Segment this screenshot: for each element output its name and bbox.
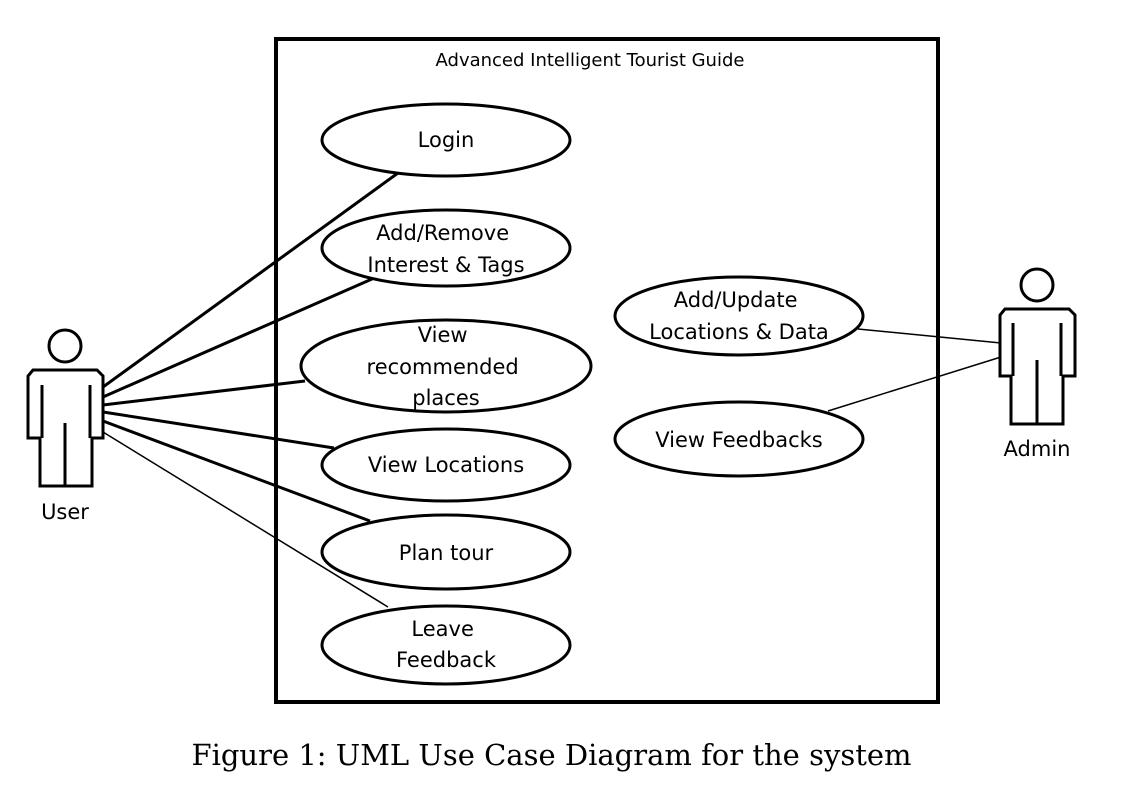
svg-text:Plan tour: Plan tour: [399, 541, 494, 565]
actor-admin-label: Admin: [1004, 437, 1071, 461]
use-case-label: Plan tour: [399, 541, 494, 565]
use-case-label: Login: [418, 128, 475, 152]
assoc-user-leave-feedback: [102, 431, 389, 608]
use-case-add-update-locations: Add/Update Locations & Data: [613, 275, 865, 357]
svg-text:View Feedbacks: View Feedbacks: [655, 428, 822, 452]
svg-text:Add/Remove Interest & Ta: Add/Remove Interest & Tags: [367, 221, 524, 277]
use-case-label: Add/Remove: [376, 221, 509, 245]
assoc-user-add-remove-interest: [102, 277, 373, 399]
svg-text:View recommended p: View recommended places: [367, 323, 526, 410]
assoc-user-view-recommended: [102, 379, 306, 407]
svg-text:Login: Login: [418, 128, 475, 152]
use-case-label: Interest & Tags: [367, 253, 524, 277]
system-boundary: [274, 37, 940, 704]
use-case-label: places: [412, 386, 479, 410]
user-associations: [102, 171, 399, 608]
svg-text:Leave Feedback: Leave Feedback: [396, 617, 497, 672]
actor-user-label: User: [41, 500, 89, 524]
system-title: Advanced Intelligent Tourist Guide: [436, 50, 745, 71]
use-case-label: View Feedbacks: [655, 428, 822, 452]
assoc-admin-view-feedbacks: [827, 356, 1002, 412]
admin-associations: [827, 328, 1002, 412]
use-case-label: Feedback: [396, 648, 497, 672]
use-case-label: recommended: [367, 355, 519, 379]
assoc-user-view-locations: [102, 410, 335, 450]
use-case-label: Add/Update: [674, 288, 798, 312]
figure-caption: Figure 1: UML Use Case Diagram for the s…: [191, 738, 912, 772]
svg-text:Add/Update Locations & D: Add/Update Locations & Data: [649, 288, 829, 344]
use-case-label: Locations & Data: [649, 320, 829, 344]
actor-admin-icon: [998, 267, 1077, 426]
use-case-label: View: [418, 323, 468, 347]
use-case-view-recommended-places: View recommended places: [299, 318, 593, 414]
actor-user-icon: [26, 328, 105, 488]
use-case-add-remove-interest: Add/Remove Interest & Tags: [320, 208, 572, 288]
use-case-login: Login: [320, 102, 572, 178]
assoc-admin-add-update: [857, 328, 1002, 344]
assoc-user-login: [102, 171, 399, 389]
use-case-label: View Locations: [368, 453, 524, 477]
use-case-leave-feedback: Leave Feedback: [320, 604, 572, 686]
use-case-view-feedbacks: View Feedbacks: [613, 400, 865, 478]
use-case-label: Leave: [411, 617, 473, 641]
use-case-view-locations: View Locations: [320, 427, 572, 503]
assoc-user-plan-tour: [102, 419, 371, 523]
use-case-plan-tour: Plan tour: [320, 513, 572, 591]
svg-text:View Locations: View Locations: [368, 453, 524, 477]
